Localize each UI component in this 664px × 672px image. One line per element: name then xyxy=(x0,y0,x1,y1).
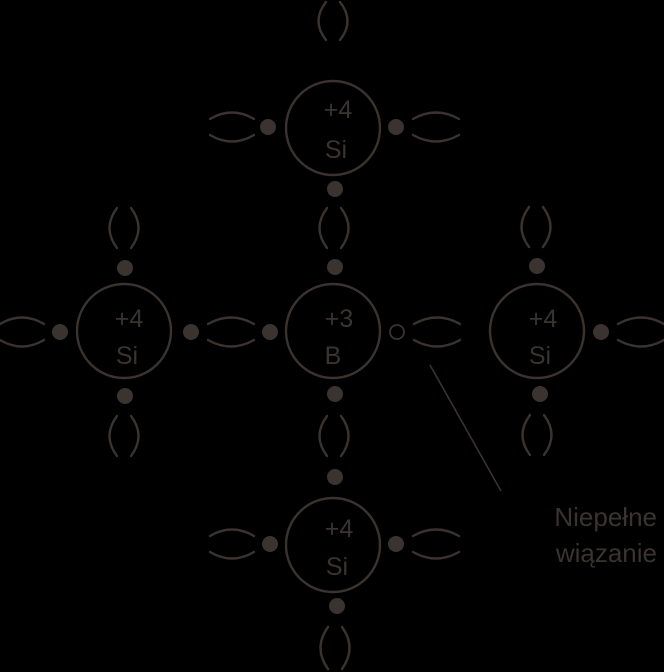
bond-arc xyxy=(108,414,119,458)
electron xyxy=(327,386,343,402)
bond-arc xyxy=(208,133,256,143)
bond-arc xyxy=(412,316,462,326)
bond-right-outer xyxy=(616,316,664,348)
atom-charge: +3 xyxy=(325,305,354,333)
bond-center-right-incomplete xyxy=(412,316,462,348)
atom-charge: +4 xyxy=(529,305,558,333)
bond-arc xyxy=(129,206,140,250)
bond-arc xyxy=(411,111,461,121)
bond-arc xyxy=(412,338,462,348)
electron xyxy=(52,324,68,340)
atom-ring xyxy=(284,79,382,177)
electron xyxy=(593,324,609,340)
bond-left-bottom xyxy=(108,414,140,458)
atom-si-bottom: +4 Si xyxy=(284,496,382,594)
atom-symbol: B xyxy=(325,342,342,370)
electron xyxy=(388,119,404,135)
electron xyxy=(262,536,278,552)
bond-arc xyxy=(541,205,552,249)
atom-charge: +4 xyxy=(115,305,144,333)
bond-arc xyxy=(108,206,119,250)
bond-arc xyxy=(520,205,531,249)
bond-arc xyxy=(521,413,532,457)
bond-arc xyxy=(208,550,256,560)
electron xyxy=(327,181,343,197)
bond-arc xyxy=(206,338,256,348)
atom-si-top: +4 Si xyxy=(284,79,382,177)
bond-arc xyxy=(411,528,461,538)
electron xyxy=(117,388,133,404)
electron xyxy=(183,324,199,340)
bond-center-bottom xyxy=(318,414,350,458)
electron xyxy=(260,119,276,135)
bond-arc xyxy=(318,414,329,458)
bond-bottom-right xyxy=(411,528,461,560)
atom-si-left: +4 Si xyxy=(75,282,173,380)
bond-left-top xyxy=(108,206,140,250)
bond-top-right xyxy=(411,111,461,143)
bond-arc xyxy=(338,0,349,42)
bond-arc xyxy=(318,206,329,250)
electron xyxy=(329,598,345,614)
atom-ring xyxy=(488,282,586,380)
atom-charge: +4 xyxy=(324,96,353,124)
bond-left-outer xyxy=(0,316,46,348)
bond-arc xyxy=(616,316,664,326)
electron xyxy=(532,386,548,402)
atom-ring xyxy=(284,496,382,594)
bond-arc xyxy=(319,625,330,671)
electron xyxy=(327,259,343,275)
horizontal-bonds xyxy=(0,111,664,560)
electrons xyxy=(52,119,609,614)
bond-bottom-outer xyxy=(319,625,351,671)
atom-charge: +4 xyxy=(325,515,354,543)
bond-arc xyxy=(317,0,328,42)
bond-arc xyxy=(340,625,351,671)
electron xyxy=(529,258,545,274)
bond-arc xyxy=(208,528,256,538)
hole-marker xyxy=(389,324,405,340)
bond-left-center xyxy=(206,316,256,348)
annotation-pointer-line xyxy=(429,364,502,492)
bond-arc xyxy=(411,133,461,143)
bond-arc xyxy=(411,550,461,560)
annotation-line-1: Niepełne xyxy=(554,502,657,532)
bond-bottom-left xyxy=(208,528,256,560)
electron xyxy=(262,324,278,340)
electron xyxy=(327,469,343,485)
bond-top-outer xyxy=(317,0,349,42)
atom-symbol: Si xyxy=(325,136,347,164)
atom-symbol: Si xyxy=(116,342,138,370)
atom-b-center: +3 B xyxy=(284,282,382,380)
electron xyxy=(388,536,404,552)
bond-arc xyxy=(0,316,46,326)
bond-arc xyxy=(129,414,140,458)
bond-arc xyxy=(616,338,664,348)
bond-right-bottom xyxy=(521,413,553,457)
atom-ring xyxy=(75,282,173,380)
bond-arc xyxy=(0,338,46,348)
bond-arc xyxy=(339,206,350,250)
atom-symbol: Si xyxy=(326,553,348,581)
atom-symbol: Si xyxy=(529,342,551,370)
bond-arc xyxy=(339,414,350,458)
bond-arc xyxy=(206,316,256,326)
bond-top-left xyxy=(208,111,256,143)
bond-right-top xyxy=(520,205,552,249)
annotation-line-2: wiązanie xyxy=(555,538,657,568)
bond-arc xyxy=(542,413,553,457)
bond-top-center xyxy=(318,206,350,250)
atom-ring xyxy=(284,282,382,380)
atom-si-right: +4 Si xyxy=(488,282,586,380)
vertical-bonds xyxy=(108,0,553,671)
bond-arc xyxy=(208,111,256,121)
electron xyxy=(117,260,133,276)
